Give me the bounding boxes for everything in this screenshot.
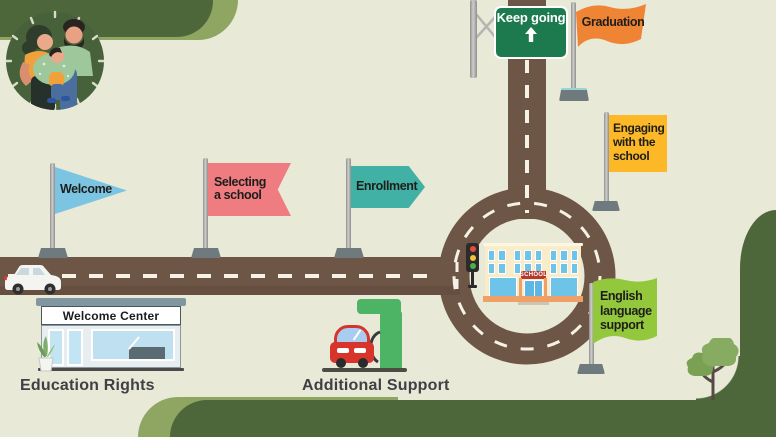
welcome-flag-base: [38, 248, 68, 258]
enrollment-flag-label: Enrollment: [356, 179, 418, 194]
storefront-window-left: [489, 277, 517, 297]
keep-going-sign: Keep going: [494, 6, 568, 59]
school-building-icon: SCHOOL: [483, 243, 583, 305]
graduation-flag-base: [559, 88, 589, 101]
selecting-flag: [208, 163, 291, 216]
selecting-flag-pole: [203, 158, 208, 253]
selecting-flag-label: Selecting a school: [214, 174, 266, 202]
family-illustration: [4, 10, 106, 112]
shop-window: [91, 329, 175, 361]
additional-support-caption: Additional Support: [302, 377, 450, 394]
sign-gantry-pole: [470, 0, 477, 78]
red-light: [469, 245, 476, 252]
green-light: [469, 263, 476, 270]
enrollment-flag-base: [334, 248, 364, 258]
yellow-light: [469, 254, 476, 261]
red-car-icon: [330, 325, 378, 369]
glass-door-right: [67, 329, 83, 366]
english-flag-base: [577, 364, 605, 374]
glass-door-left: [48, 329, 64, 366]
keep-going-sign-label: Keep going: [496, 10, 566, 25]
english-flag-label: English language support: [600, 289, 652, 333]
engaging-flag-label: Engaging with the school: [613, 121, 665, 163]
selecting-flag-base: [191, 248, 221, 258]
lane-markings: [8, 60, 602, 351]
graduation-flag-pole: [571, 2, 576, 92]
storefront-icon: Welcome Center: [36, 298, 186, 374]
right-band: [740, 210, 776, 437]
gas-pump-icon: [300, 296, 410, 374]
school-sign: SCHOOL: [519, 271, 548, 279]
tree-icon: [686, 338, 739, 400]
graduation-flag: [576, 4, 646, 47]
gas-station: [300, 296, 430, 374]
storefront-window-right: [550, 277, 578, 297]
sign-braces: [475, 13, 497, 39]
bottom-band: [170, 400, 776, 437]
english-flag-pole: [589, 283, 594, 367]
welcome-flag-pole: [50, 163, 55, 253]
enrollment-flag: [351, 166, 425, 208]
engaging-flag-pole: [604, 112, 609, 205]
enrollment-flag-pole: [346, 158, 351, 253]
plant-icon: [35, 336, 57, 372]
engaging-flag-base: [592, 201, 620, 211]
english-flag: [593, 278, 657, 344]
welcome-center-sign: Welcome Center: [41, 306, 181, 325]
education-rights-caption: Education Rights: [20, 377, 155, 394]
up-arrow-icon: [525, 26, 537, 42]
welcome-flag-label: Welcome: [60, 182, 112, 197]
engaging-flag: [609, 115, 667, 172]
white-car-icon: [4, 265, 61, 295]
graduation-flag-label: Graduation: [581, 15, 645, 30]
traffic-light-icon: [466, 243, 480, 289]
